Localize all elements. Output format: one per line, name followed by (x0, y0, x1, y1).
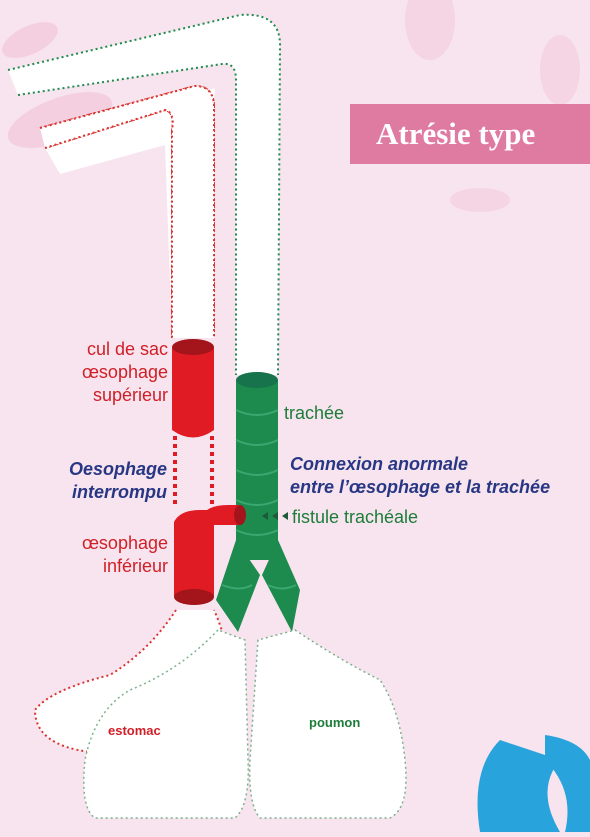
lung-label: poumon (309, 711, 360, 734)
fistula-label: fistule trachéale (292, 506, 418, 529)
page-title: Atrésie type (376, 116, 535, 152)
interrupted-label: Oesophage interrompu (30, 458, 167, 504)
interrupted-line-1: Oesophage (30, 458, 167, 481)
interrupted-line-2: interrompu (30, 481, 167, 504)
upper-pouch-line-3: supérieur (50, 384, 168, 407)
upper-pouch-line-1: cul de sac (50, 338, 168, 361)
abnormal-connection-line-1: Connexion anormale (290, 453, 550, 476)
title-banner: Atrésie type (350, 104, 590, 164)
lower-esophagus (174, 510, 214, 605)
lower-esophagus-line-1: œsophage (60, 532, 168, 555)
stomach-label: estomac (108, 719, 161, 742)
trachea-green (236, 372, 278, 560)
upper-pouch-label: cul de sac œsophage supérieur (50, 338, 168, 407)
upper-pouch-line-2: œsophage (50, 361, 168, 384)
lower-esophagus-label: œsophage inférieur (60, 532, 168, 578)
abnormal-connection-label: Connexion anormale entre l’œsophage et l… (290, 453, 550, 499)
abnormal-connection-line-2: entre l’œsophage et la trachée (290, 476, 550, 499)
upper-esophageal-pouch (172, 339, 214, 438)
trachea-upper-fill (8, 15, 280, 375)
trachea-label: trachée (284, 402, 344, 425)
lower-esophagus-line-2: inférieur (60, 555, 168, 578)
fistula-opening (234, 505, 246, 525)
logo-shape (478, 735, 590, 832)
